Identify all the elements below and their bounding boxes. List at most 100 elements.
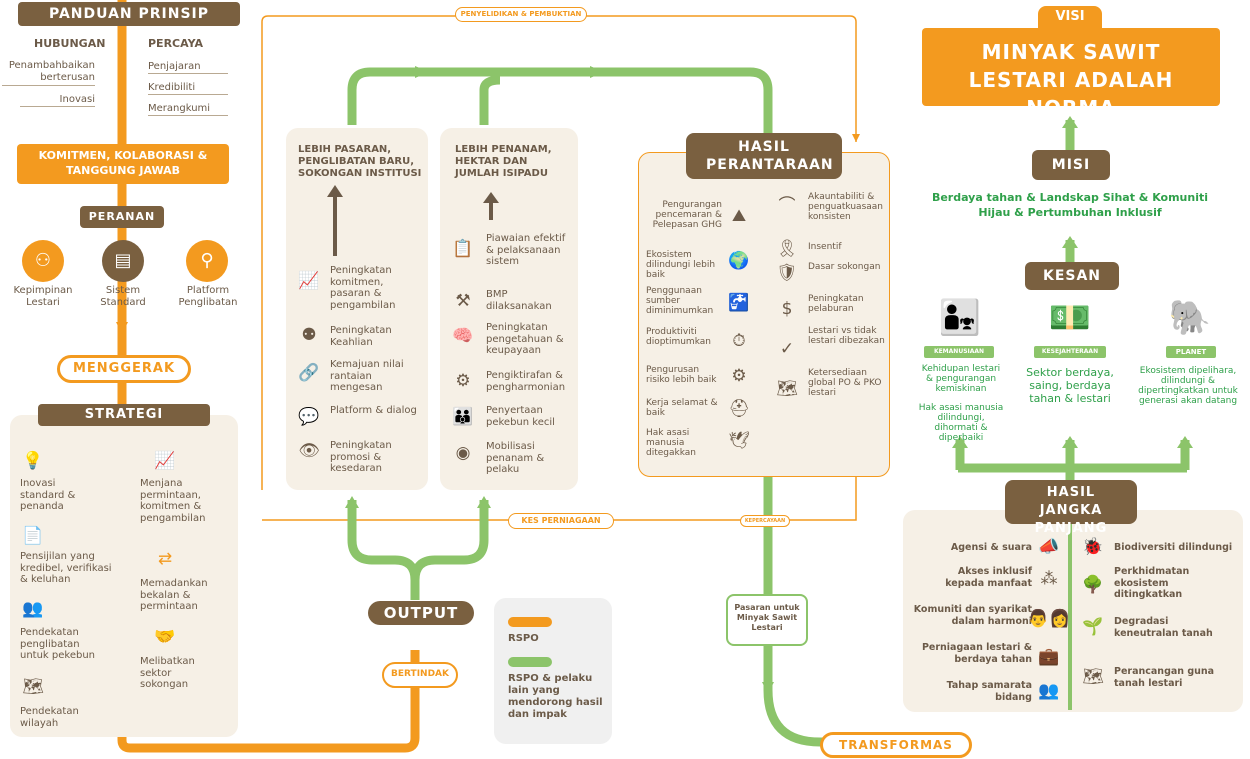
strategy-support-sector: Melibatkan sektor sokongan xyxy=(140,656,195,690)
io-risk: Pengurusan risiko lebih baik xyxy=(646,365,717,385)
up-arrowhead-icon xyxy=(327,185,343,197)
lightbulb-icon: 💡 xyxy=(22,451,44,471)
water-tap-icon: 🚰 xyxy=(728,293,750,313)
io-availability: Ketersediaan global PO & PKO lestari xyxy=(808,368,882,398)
region-map-icon: 🗺 xyxy=(22,677,44,697)
people-outcome-livelihood: Kehidupan lestari & pengurangan kemiskin… xyxy=(921,364,1001,394)
market-panel-title: LEBIH PASARAN, PENGLIBATAN BARU, SOKONGA… xyxy=(298,144,422,179)
level-field-icon: 👥 xyxy=(1038,681,1060,701)
people-outcome-rights: Hak asasi manusia dilindungi, dihormati … xyxy=(918,403,1004,443)
dove-icon: 🕊 xyxy=(728,431,750,451)
market-item-platform: Platform & dialog xyxy=(330,405,417,416)
strategy-title: STRATEGI xyxy=(38,404,210,426)
biodiversity-icon: 🐞 xyxy=(1082,537,1104,557)
io-human-rights: Hak asasi manusia ditegakkan xyxy=(646,428,696,458)
intermediate-panel xyxy=(638,152,890,477)
grower-item-smallholder: Penyertaan pekebun kecil xyxy=(486,405,555,428)
growth-chart-icon: 📈 xyxy=(298,271,320,291)
market-sustainable-label: Pasaran untuk Minyak Sawit Lestari xyxy=(726,594,808,646)
vision-tag: VISI xyxy=(1038,6,1102,28)
emission-icon: ⛰ xyxy=(731,206,747,226)
mobilise-icon: ◉ xyxy=(455,443,471,463)
megaphone-icon: 📣 xyxy=(1038,537,1060,557)
mission-title: MISI xyxy=(1032,150,1110,180)
strategy-certification: Pensijilan yang kredibel, verifikasi & k… xyxy=(20,551,112,585)
grower-item-knowledge: Peningkatan pengetahuan & keupayaan xyxy=(486,322,564,356)
io-ecosystem: Ekosistem dilindungi lebih baik xyxy=(646,250,716,280)
lt-harmony: Komuniti dan syarikat dalam harmoni xyxy=(913,604,1032,627)
strategy-matching: Memadankan bekalan & permintaan xyxy=(140,578,208,612)
checklist-icon: 📋 xyxy=(452,239,474,259)
role-standard-icon: ▤ xyxy=(102,240,144,282)
lt-land-degradation: Degradasi keneutralan tanah xyxy=(1114,616,1213,639)
roles-title: PERANAN xyxy=(80,206,164,228)
role-platform-icon: ⚲ xyxy=(186,240,228,282)
output-title: OUTPUT xyxy=(368,601,474,625)
strategy-jurisdiction: Pendekatan wilayah xyxy=(20,706,79,729)
prosperity-outcome: Sektor berdaya, saing, berdaya tahan & l… xyxy=(1026,366,1114,405)
legend-green-swatch xyxy=(508,657,552,667)
io-investment: Peningkatan pelaburan xyxy=(808,294,864,314)
trust-loop-label: KEPERCAYAAN xyxy=(740,515,790,527)
principle-alignment: Penjajaran xyxy=(148,61,228,74)
compare-icon: ✓ xyxy=(779,339,795,359)
shield-check-icon: 🛡 xyxy=(776,263,798,283)
io-pollution: Pengurangan pencemaran & Pelepasan GHG xyxy=(652,200,722,230)
mission-text: Berdaya tahan & Landskap Sihat & Komunit… xyxy=(931,191,1209,219)
tree-icon: 🌳 xyxy=(1082,575,1104,595)
eye-icon: 👁 xyxy=(298,441,320,461)
grower-panel-title: LEBIH PENANAM, HEKTAR DAN JUMLAH ISIPADU xyxy=(455,144,552,179)
io-safe-work: Kerja selamat & baik xyxy=(646,398,718,418)
hardhat-icon: ⛑ xyxy=(728,399,750,419)
grower-item-recognition: Pengiktirafan & pengharmonian xyxy=(486,370,566,393)
chain-link-icon: 🔗 xyxy=(298,363,320,383)
business-case-label: KES PERNIAGAAN xyxy=(508,513,614,529)
handshake-icon: 🤝 xyxy=(154,627,176,647)
productivity-icon: ⏱ xyxy=(732,331,746,351)
grower-item-standard: Piawaian efektif & pelaksanaan sistem xyxy=(486,233,566,267)
strategy-panel xyxy=(10,415,238,737)
up-arrow-icon xyxy=(333,190,337,256)
people-icon: 👨‍👧 xyxy=(938,298,982,338)
lt-agency: Agensi & suara xyxy=(950,542,1032,553)
longterm-divider xyxy=(1068,520,1072,710)
longterm-title: HASIL JANGKA PANJANG xyxy=(1005,480,1137,536)
io-incentive: Insentif xyxy=(808,242,842,252)
io-differentiated: Lestari vs tidak lestari dibezakan xyxy=(808,326,885,346)
research-evidence-label: PENYELIDIKAN & PEMBUKTIAN xyxy=(455,7,587,22)
planet-badge: PLANET xyxy=(1166,346,1216,358)
lt-inclusive-access: Akses inklusif kepada manfaat xyxy=(945,566,1032,589)
market-item-membership: Peningkatan Keahlian xyxy=(330,325,392,348)
world-map-icon: 🗺 xyxy=(776,379,798,399)
longterm-panel xyxy=(903,510,1243,712)
enablers-label: MENGGERAK xyxy=(57,355,191,383)
grower-item-mobilisation: Mobilisasi penanam & pelaku xyxy=(486,441,545,475)
people-badge: KEMANUSIAAN xyxy=(924,346,994,358)
guiding-principles-title: PANDUAN PRINSIP xyxy=(18,2,240,26)
lt-business: Perniagaan lestari & berdaya tahan xyxy=(921,642,1032,665)
strategy-smallholder: Pendekatan penglibatan untuk pekebun xyxy=(20,627,96,661)
legend-orange-swatch xyxy=(508,617,552,627)
globe-hand-icon: 🌍 xyxy=(728,251,750,271)
membership-icon: ⚉ xyxy=(301,325,317,345)
planet-icon: 🐘 xyxy=(1168,298,1212,338)
trust-heading: PERCAYA xyxy=(148,37,204,50)
demand-chart-icon: 📈 xyxy=(154,451,176,471)
grower-arrowhead-icon xyxy=(483,192,499,203)
strategy-demand: Menjana permintaan, komitmen & pengambil… xyxy=(140,478,206,524)
tools-icon: ⚒ xyxy=(455,291,471,311)
lt-level-field: Tahap samarata bidang xyxy=(946,680,1032,703)
principle-credibility: Kredibiliti xyxy=(148,82,228,95)
inclusive-icon: ⁂ xyxy=(1040,569,1058,589)
gears-icon: ⚙ xyxy=(455,371,471,391)
principle-innovation: Inovasi xyxy=(20,94,95,107)
transformation-label: TRANSFORMAS xyxy=(820,732,972,758)
role-leadership-label: Kepimpinan Lestari xyxy=(13,285,73,308)
grower-up-arrow-icon xyxy=(489,198,493,220)
market-item-commitment: Peningkatan komitmen, pasaran & pengambi… xyxy=(330,265,396,311)
investment-icon: $ xyxy=(781,299,793,319)
role-standard-label: Sistem Standard xyxy=(100,285,146,308)
dialogue-icon: 💬 xyxy=(298,407,320,427)
io-productivity: Produktiviti dioptimumkan xyxy=(646,327,711,347)
